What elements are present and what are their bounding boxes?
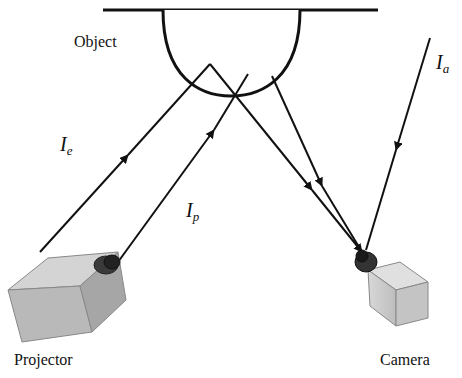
component-label: Camera	[380, 352, 430, 368]
camera-body	[355, 250, 428, 326]
light-rays	[40, 38, 430, 262]
object-dome	[163, 10, 300, 96]
intensity-label: Ia	[436, 52, 449, 75]
component-label: Projector	[14, 352, 73, 368]
projector-body	[8, 252, 126, 342]
intensity-label: Ie	[60, 134, 72, 157]
intensity-label: Ip	[186, 200, 199, 223]
object-label: Object	[74, 34, 117, 50]
